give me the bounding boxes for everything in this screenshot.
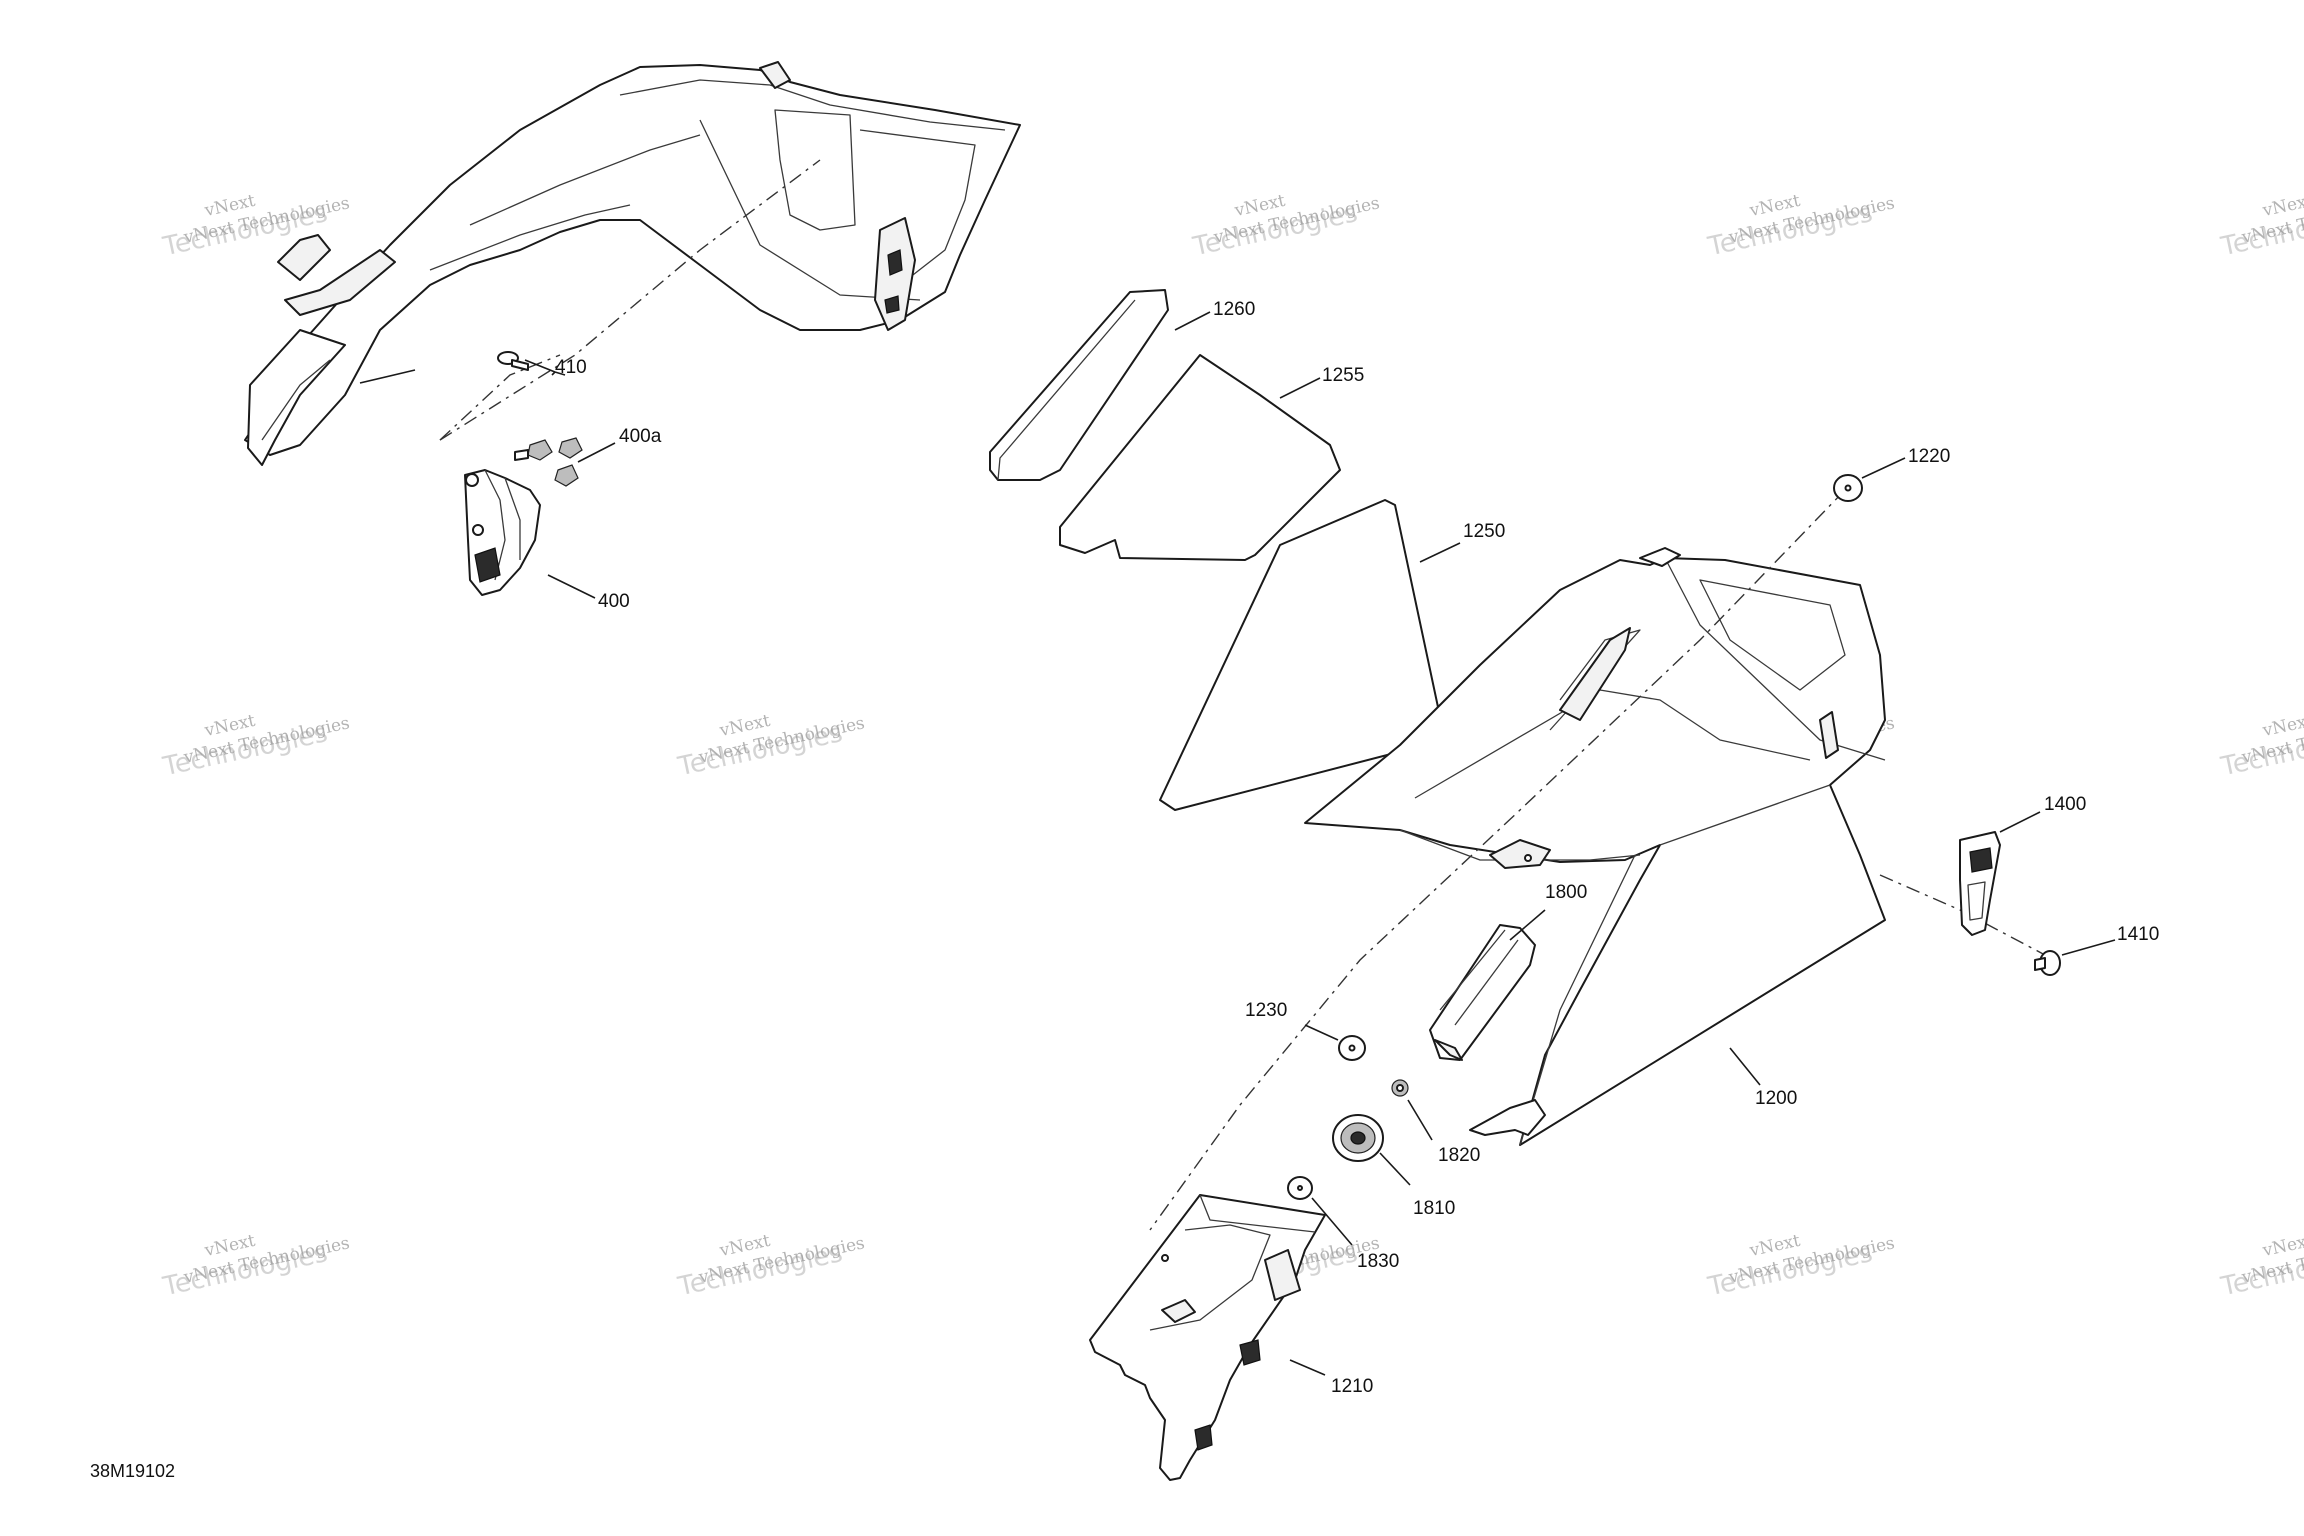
callout-410: 410 <box>555 357 587 378</box>
assembly-line-1400 <box>1879 874 2046 956</box>
watermark: Technologies vNext Technologies vNext <box>675 711 867 783</box>
panel-front-foot <box>247 329 346 466</box>
part-1400-clip <box>1959 831 2001 936</box>
callout-1220: 1220 <box>1908 446 1950 467</box>
watermark: Technologies vNext Technologies vNext <box>1190 191 1382 263</box>
leader-lines <box>359 311 2116 1376</box>
callout-labels: 410 400a 400 1260 1255 1250 1220 1400 14… <box>555 299 2159 1397</box>
drawing-reference: 38M19102 <box>90 1461 175 1481</box>
part-1210-lower-panel <box>1089 1194 1326 1481</box>
watermark: Technologies vNext Technologies vNext <box>2218 191 2304 263</box>
callout-400: 400 <box>598 591 630 612</box>
part-410-screw <box>497 351 529 371</box>
watermark: Technologies vNext Technologies vNext <box>1705 191 1897 263</box>
panel-grip <box>277 234 331 281</box>
watermark: Technologies vNext Technologies vNext <box>675 1231 867 1303</box>
left-panel-assembly <box>244 61 1021 466</box>
callout-1255: 1255 <box>1322 365 1364 386</box>
part-1410-rivet <box>2034 950 2061 976</box>
callout-1410: 1410 <box>2117 924 2159 945</box>
callout-1210: 1210 <box>1331 1376 1373 1397</box>
main-panel-lower-tab <box>1469 1099 1546 1136</box>
watermark: Technologies vNext Technologies vNext <box>2218 711 2304 783</box>
callout-1820: 1820 <box>1438 1145 1480 1166</box>
part-1830-washer <box>1287 1176 1313 1200</box>
part-1220-washer <box>1833 474 1863 502</box>
part-1800-reflector <box>1429 924 1536 1061</box>
assembly-line-400 <box>439 159 821 441</box>
callout-400a: 400a <box>619 426 662 447</box>
part-1255-sheet <box>1059 354 1341 561</box>
part-1810-grommet <box>1332 1114 1384 1162</box>
watermark: Technologies vNext Technologies vNext <box>160 711 352 783</box>
watermark: Technologies vNext Technologies vNext <box>2218 1231 2304 1303</box>
callout-1800: 1800 <box>1545 882 1587 903</box>
panel-inner-handle <box>284 249 396 316</box>
callout-1200: 1200 <box>1755 1088 1797 1109</box>
part-1820-nut <box>1391 1079 1409 1097</box>
callout-1250: 1250 <box>1463 521 1505 542</box>
part-1230-washer <box>1338 1035 1366 1061</box>
part-400-bracket <box>464 469 541 596</box>
left-side-panel <box>244 64 1021 456</box>
part-1200-main-panel <box>1304 547 1886 1146</box>
callout-1810: 1810 <box>1413 1198 1455 1219</box>
watermark: Technologies vNext Technologies vNext <box>160 1231 352 1303</box>
callout-1400: 1400 <box>2044 794 2086 815</box>
watermark: Technologies vNext Technologies vNext <box>1705 1231 1897 1303</box>
assembly-line-410 <box>439 354 561 441</box>
callout-1260: 1260 <box>1213 299 1255 320</box>
main-panel-vent <box>1559 627 1631 721</box>
part-400a-nuts <box>514 437 583 487</box>
part-1250-sheet <box>1159 499 1446 811</box>
panel-latch <box>759 61 791 89</box>
callout-1230: 1230 <box>1245 1000 1287 1021</box>
callout-1830: 1830 <box>1357 1251 1399 1272</box>
part-1260-pad <box>989 289 1169 481</box>
